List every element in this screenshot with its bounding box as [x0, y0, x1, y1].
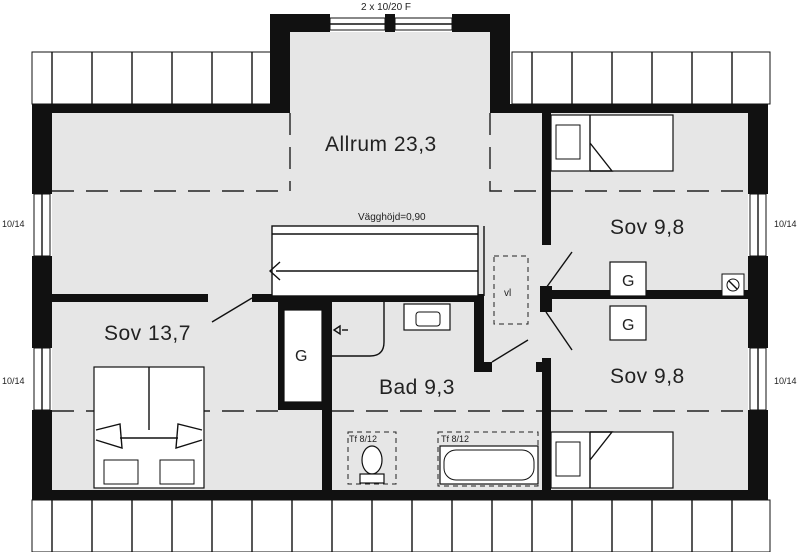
wardrobe-label-left: G [295, 348, 307, 365]
room-label-bad: Bad 9,3 [379, 376, 455, 399]
vent-label: vl [504, 288, 511, 299]
room-label-sov-right-bottom: Sov 9,8 [610, 365, 685, 388]
outer-walls [32, 14, 768, 500]
wardrobe-label-right-bottom: G [622, 317, 634, 334]
double-bed [93, 366, 205, 489]
tf-label-toilet: Tf 8/12 [349, 434, 377, 444]
roof-tiles-top [31, 51, 771, 105]
vent-shaft [493, 255, 529, 325]
ceiling-height-lines [52, 113, 748, 412]
staircase [268, 225, 485, 297]
wall-height-label: Vägghöjd=0,90 [358, 212, 426, 223]
roof-tiles-bottom [31, 499, 771, 552]
wardrobes [283, 261, 745, 403]
bed-top-right [550, 114, 674, 172]
room-label-sov-left: Sov 13,7 [104, 322, 191, 345]
wardrobe-label-right-top: G [622, 273, 634, 290]
window-label-left-upper: 10/14 [2, 219, 25, 229]
bed-bottom-right [550, 431, 674, 489]
window-label-right-upper: 10/14 [774, 219, 797, 229]
shower [332, 302, 385, 357]
room-label-sov-right-top: Sov 9,8 [610, 216, 685, 239]
window-label-right-lower: 10/14 [774, 376, 797, 386]
doors [211, 251, 573, 363]
window-label-left-lower: 10/14 [2, 376, 25, 386]
sink [403, 303, 451, 331]
windows [33, 17, 767, 411]
top-window-label: 2 x 10/20 F [361, 2, 411, 13]
bathtub [437, 431, 539, 487]
tf-label-bathtub: Tf 8/12 [441, 434, 469, 444]
toilet [347, 431, 397, 485]
room-label-allrum: Allrum 23,3 [325, 133, 437, 156]
